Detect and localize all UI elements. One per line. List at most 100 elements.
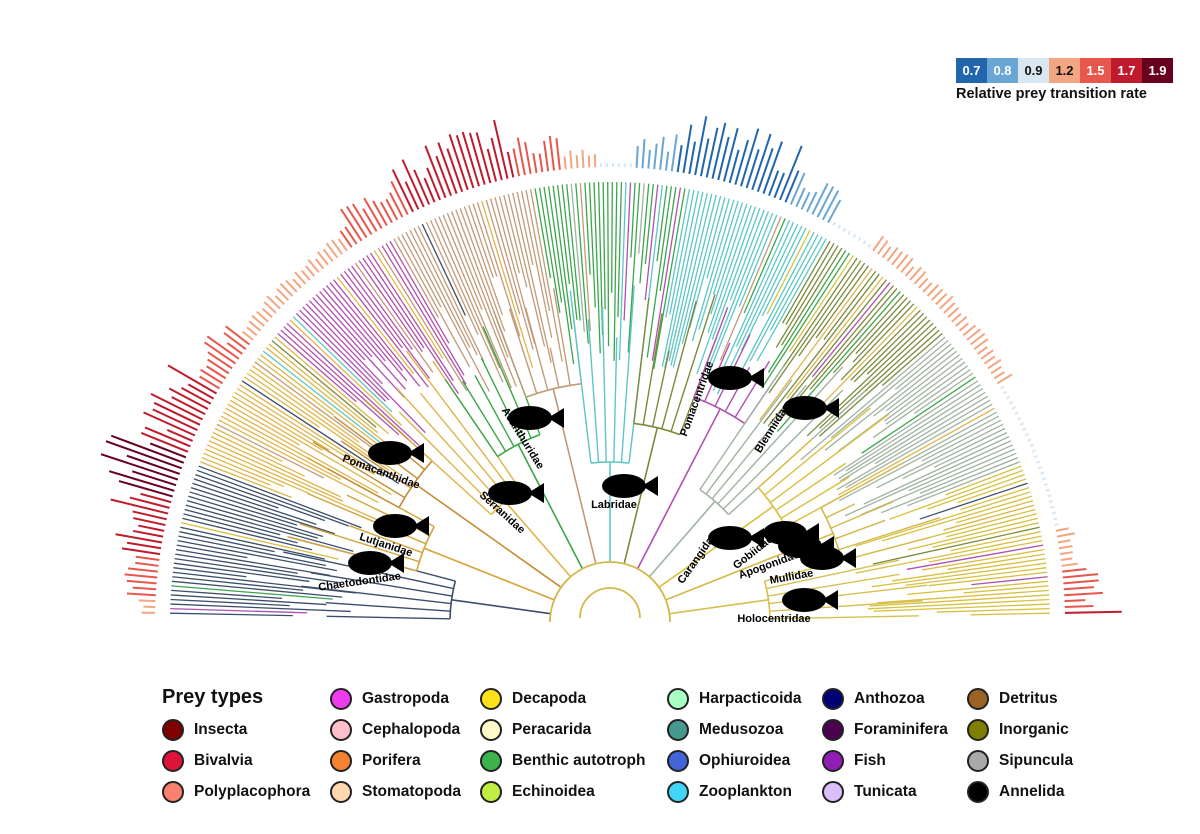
rate-bar	[756, 147, 774, 193]
rate-bar	[969, 332, 986, 346]
legend-swatch	[162, 750, 184, 772]
rate-bar	[563, 156, 567, 170]
fish-silhouette	[348, 551, 404, 575]
tip-branch	[302, 306, 426, 434]
tip-branch	[618, 182, 627, 361]
rate-bar	[379, 201, 393, 224]
rate-bar	[1064, 591, 1103, 597]
rate-bar	[266, 295, 281, 310]
tip-branch	[325, 285, 408, 382]
rate-bar	[1037, 466, 1043, 470]
tip-branch	[874, 395, 989, 465]
tip-branch	[646, 186, 673, 358]
tip-branch	[481, 200, 534, 368]
tip-branch	[806, 319, 931, 437]
tip-branch	[180, 526, 325, 560]
tip-branch	[761, 227, 807, 317]
tip-branch	[756, 238, 827, 362]
tip-branch	[738, 214, 778, 307]
legend-swatch	[480, 719, 502, 741]
rate-bar	[1057, 539, 1071, 544]
inner-branch	[462, 380, 507, 452]
rate-bar	[1035, 460, 1041, 464]
rate-bar	[132, 586, 157, 591]
tip-branch	[957, 478, 1027, 504]
tip-branch	[189, 491, 298, 526]
rate-bar	[1024, 432, 1030, 437]
rate-bar	[140, 492, 172, 504]
tip-branch	[932, 522, 1039, 548]
inner-branch	[419, 392, 509, 500]
legend-label: Stomatopoda	[362, 783, 462, 800]
rate-bar	[653, 143, 658, 170]
legend-swatch	[667, 781, 689, 803]
tip-branch	[566, 184, 581, 321]
tip-branch	[417, 225, 485, 362]
tip-branch	[188, 495, 324, 538]
rate-bar	[126, 592, 156, 597]
rate-bar	[904, 266, 915, 277]
rate-bar	[852, 233, 857, 239]
rate-bar	[340, 208, 363, 242]
fish-silhouette	[782, 588, 838, 612]
inner-branch	[651, 350, 670, 427]
tip-branch	[236, 387, 376, 476]
tip-branch	[177, 540, 338, 572]
tip-branch	[838, 387, 984, 480]
rate-bar	[1063, 586, 1095, 591]
legend-swatch	[480, 781, 502, 803]
tip-branch	[181, 522, 339, 560]
rate-bar	[996, 373, 1013, 385]
rate-bar	[990, 365, 1002, 375]
tip-branch	[212, 431, 305, 477]
tip-branch	[369, 252, 454, 381]
rate-bar	[827, 199, 842, 224]
legend-label: Harpacticoida	[699, 690, 802, 707]
legend-label: Cephalopoda	[362, 721, 461, 738]
legend-label: Decapoda	[512, 690, 587, 707]
tip-branch	[840, 303, 915, 381]
tip-branch	[710, 203, 748, 315]
legend-item: Echinoidea	[480, 779, 595, 805]
inner-branch	[327, 468, 400, 509]
rate-bar	[939, 295, 954, 310]
tip-branch	[538, 187, 561, 313]
inner-branch	[699, 365, 785, 491]
rate-bar	[728, 149, 740, 184]
legend-label: Peracarida	[512, 721, 592, 738]
legend-title: Prey types	[162, 686, 264, 708]
rate-bar	[1033, 454, 1039, 459]
legend-swatch	[330, 688, 352, 710]
rate-bar	[847, 230, 852, 235]
rate-bar	[516, 137, 526, 176]
rate-bar	[129, 496, 170, 509]
tip-branch	[740, 225, 803, 351]
rate-bar	[274, 295, 285, 306]
tip-branch	[254, 361, 387, 459]
rate-bar	[524, 141, 532, 175]
rate-bar	[1043, 482, 1049, 487]
rate-bar	[131, 470, 177, 487]
tip-branch	[876, 423, 1004, 489]
tip-branch	[669, 189, 695, 315]
tip-branch	[613, 182, 618, 361]
tip-branch	[892, 558, 1046, 582]
tip-branch	[729, 209, 765, 301]
tip-branch	[214, 427, 283, 463]
legend-label: Tunicata	[854, 783, 917, 800]
rate-bar	[1056, 532, 1075, 538]
tip-branch	[438, 216, 512, 389]
rate-bar	[226, 342, 243, 355]
tip-branch	[749, 234, 819, 362]
rate-bar	[1051, 511, 1057, 515]
tip-branch	[459, 208, 506, 332]
rate-bar	[108, 470, 175, 492]
inner-branch	[825, 503, 856, 519]
clade-stem	[517, 443, 584, 570]
rate-bar	[1062, 573, 1099, 579]
rate-bar	[121, 547, 161, 556]
rate-bar	[225, 325, 251, 346]
